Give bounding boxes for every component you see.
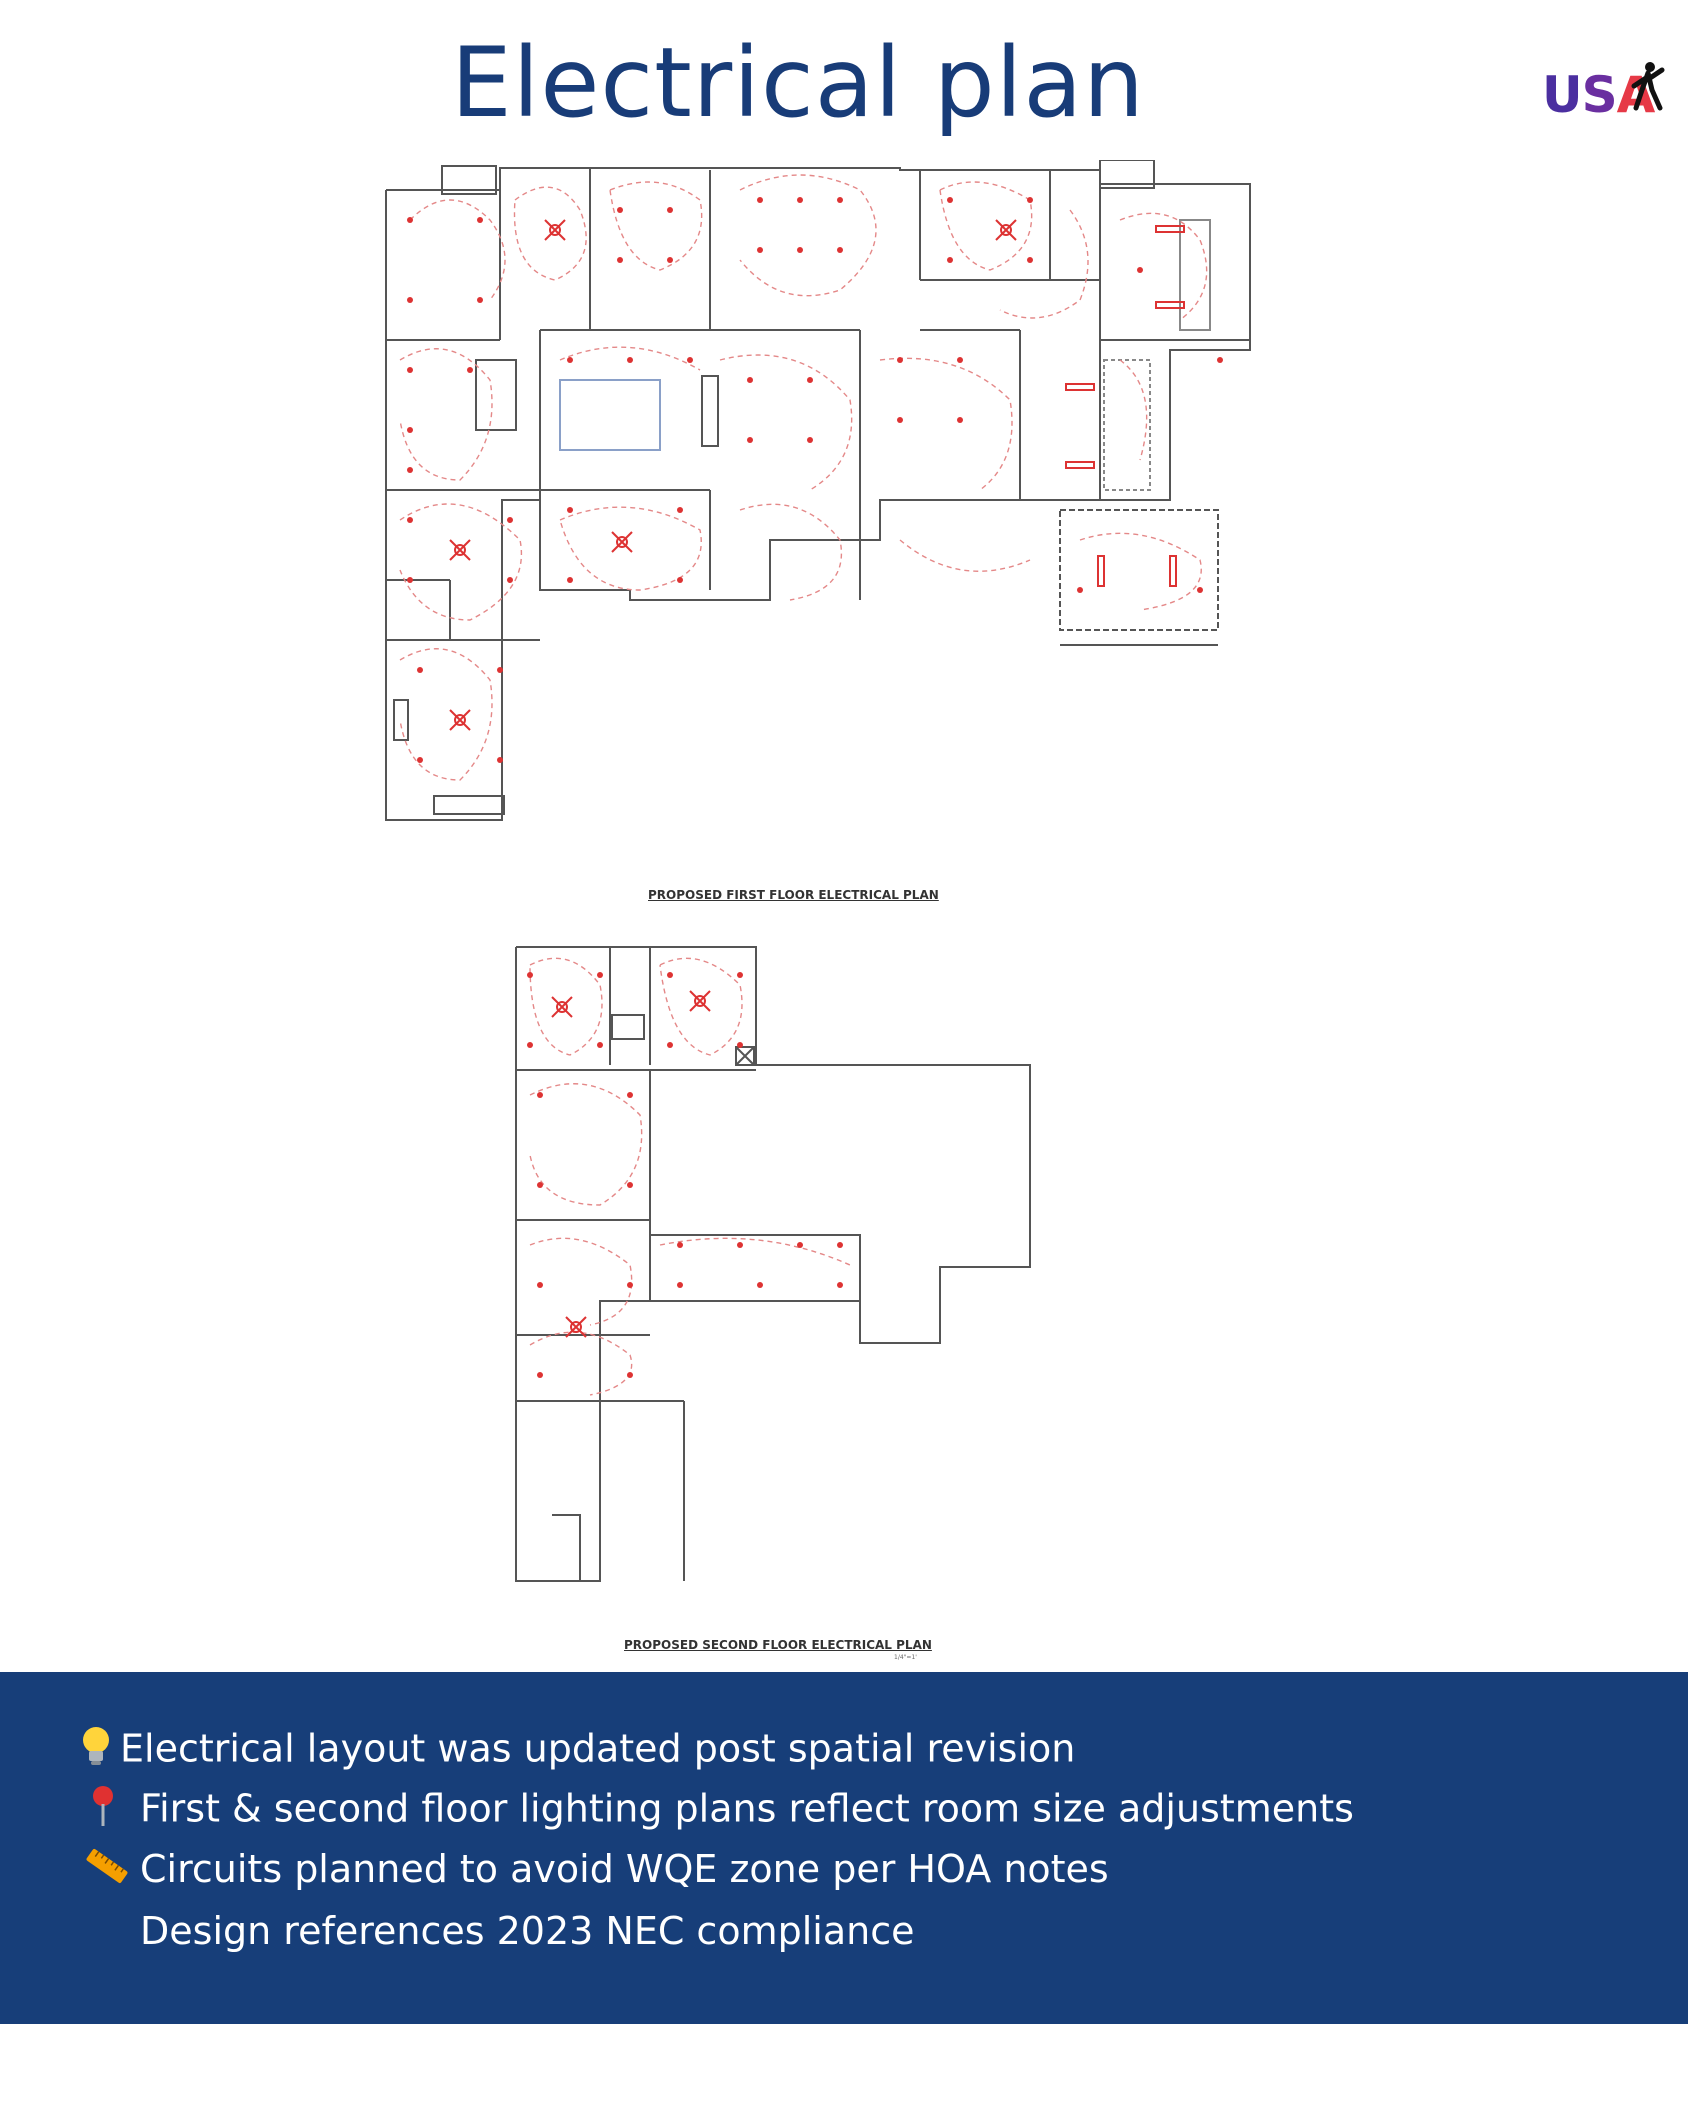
second-floor-electrical-plan [515,946,1031,1582]
first-floor-electrical-plan [385,160,1251,821]
worker-icon [1631,62,1665,111]
pushpin-icon [88,1784,140,1838]
ceiling-fan-icon [449,219,1017,731]
second-floor-plan-label: PROPOSED SECOND FLOOR ELECTRICAL PLAN [624,1638,932,1652]
note-item: Electrical layout was updated post spati… [76,1724,1075,1778]
ruler-icon [84,1847,140,1897]
note-item: Design references 2023 NEC compliance [140,1909,915,1953]
note-item: Circuits planned to avoid WQE zone per H… [84,1846,1109,1897]
note-item: First & second floor lighting plans refl… [88,1784,1354,1838]
first-floor-plan-label: PROPOSED FIRST FLOOR ELECTRICAL PLAN [648,888,939,902]
page-title: Electrical plan [450,27,1146,139]
notes-panel: Electrical layout was updated post spati… [0,1672,1688,2024]
lightbulb-icon [76,1724,120,1778]
brand-logo: USA [1536,58,1666,128]
scale-label: 1/4"=1' [894,1654,917,1661]
